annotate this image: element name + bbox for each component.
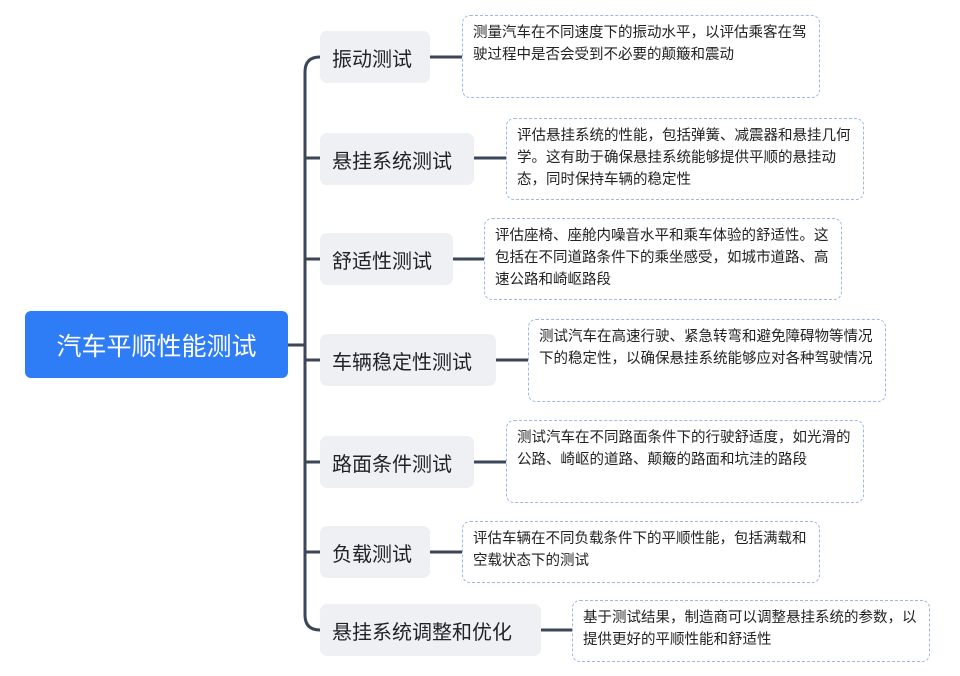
- branch-description: 评估悬挂系统的性能，包括弹簧、减震器和悬挂几何学。这有助于确保悬挂系统能够提供平…: [506, 118, 864, 200]
- root-node[interactable]: 汽车平顺性能测试: [25, 311, 288, 378]
- branch-description: 测量汽车在不同速度下的振动水平，以评估乘客在驾驶过程中是否会受到不必要的颠簸和震…: [462, 15, 820, 98]
- branch-comfort-test[interactable]: 舒适性测试: [320, 233, 453, 285]
- spine: [303, 55, 321, 632]
- branch-load-test[interactable]: 负载测试: [320, 526, 430, 578]
- branch-vibration-test[interactable]: 振动测试: [320, 31, 430, 83]
- branch-stability-test[interactable]: 车辆稳定性测试: [320, 334, 496, 386]
- branch-description: 评估车辆在不同负载条件下的平顺性能，包括满载和空载状态下的测试: [462, 521, 820, 583]
- branch-description: 基于测试结果，制造商可以调整悬挂系统的参数，以提供更好的平顺性能和舒适性: [572, 600, 930, 662]
- desc-connectors: [430, 55, 572, 632]
- branch-road-condition-test[interactable]: 路面条件测试: [320, 436, 474, 488]
- spine-tick: [305, 156, 320, 554]
- branch-description: 测试汽车在不同路面条件下的行驶舒适度，如光滑的公路、崎岖的道路、颠簸的路面和坑洼…: [506, 420, 864, 503]
- branch-description: 评估座椅、座舱内噪音水平和乘车体验的舒适性。这包括在不同道路条件下的乘坐感受，如…: [484, 218, 842, 300]
- branch-description: 测试汽车在高速行驶、紧急转弯和避免障碍物等情况下的稳定性，以确保悬挂系统能够应对…: [528, 319, 886, 402]
- branch-suspension-tuning[interactable]: 悬挂系统调整和优化: [320, 604, 541, 656]
- branch-suspension-test[interactable]: 悬挂系统测试: [320, 133, 474, 185]
